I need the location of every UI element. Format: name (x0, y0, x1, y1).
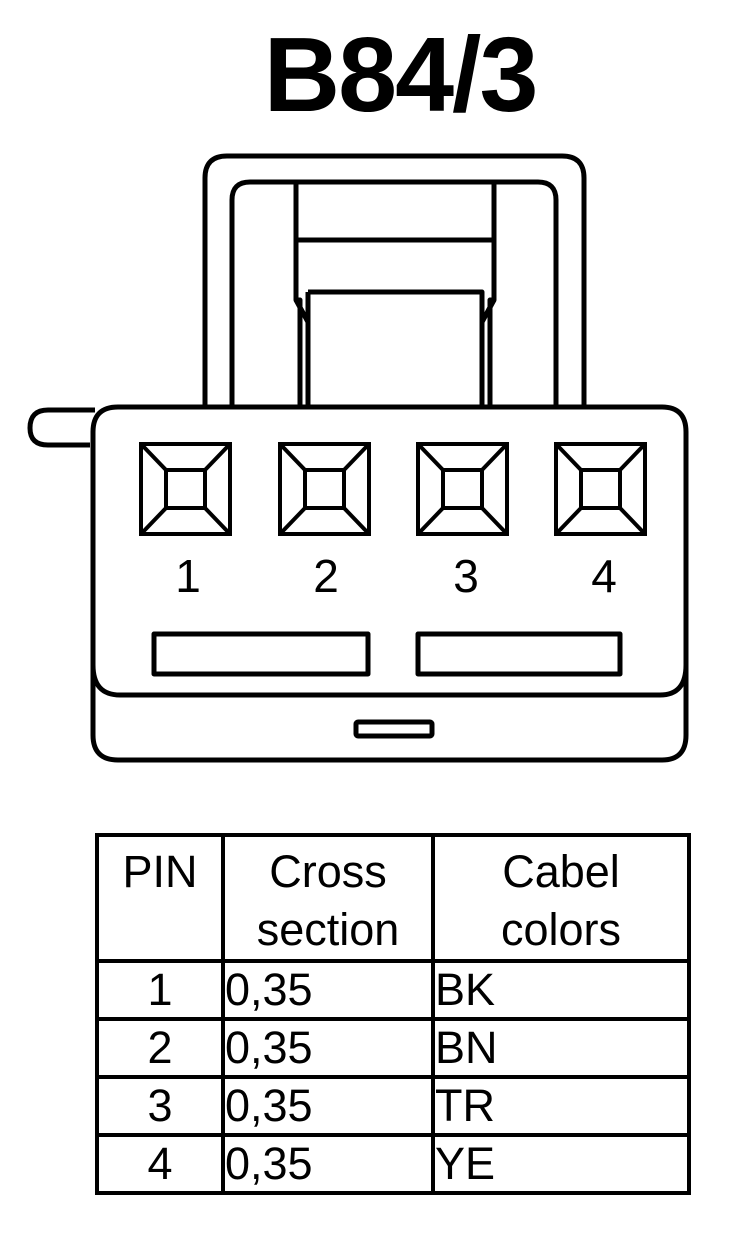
cell-cross-section: 0,35 (221, 959, 435, 1021)
cell-color: BK (431, 959, 691, 1021)
table-header-row: PIN Cross section Cabel colors (95, 833, 691, 963)
pin-terminal-3 (416, 442, 509, 536)
keying-rect-right (415, 631, 623, 677)
latch-inner (229, 179, 559, 407)
connector-drawing: 1 2 3 4 (27, 153, 689, 763)
pin-label-3: 3 (453, 550, 479, 602)
cell-pin: 2 (95, 1017, 225, 1079)
cell-cross-section: 0,35 (221, 1075, 435, 1137)
pin-label-4: 4 (591, 550, 617, 602)
header-cable-colors: Cabel colors (431, 833, 691, 963)
cell-color: YE (431, 1133, 691, 1195)
pin-label-1: 1 (175, 550, 201, 602)
connector-title: B84/3 (263, 16, 539, 134)
header-pin: PIN (95, 833, 225, 963)
pin-terminal-1 (139, 442, 232, 536)
pin-terminal-2 (278, 442, 371, 536)
pin-label-2: 2 (313, 550, 339, 602)
latch-outer (202, 153, 587, 407)
side-tab (27, 407, 95, 448)
keying-rect-left (151, 631, 371, 677)
cell-pin: 4 (95, 1133, 225, 1195)
table-row: 2 0,35 BN (95, 1017, 691, 1079)
front-face (90, 664, 689, 698)
cell-color: BN (431, 1017, 691, 1079)
table-row: 3 0,35 TR (95, 1075, 691, 1137)
cell-pin: 3 (95, 1075, 225, 1137)
table-row: 1 0,35 BK (95, 959, 691, 1021)
pin-table: PIN Cross section Cabel colors 1 0,35 BK… (95, 833, 691, 1195)
cell-cross-section: 0,35 (221, 1017, 435, 1079)
pin-terminal-4 (554, 442, 647, 536)
cell-cross-section: 0,35 (221, 1133, 435, 1195)
latch-tongue (293, 182, 497, 407)
cell-color: TR (431, 1075, 691, 1137)
bottom-slot (353, 719, 435, 739)
cell-pin: 1 (95, 959, 225, 1021)
header-cross-section: Cross section (221, 833, 435, 963)
connector-body (90, 404, 689, 763)
table-row: 4 0,35 YE (95, 1133, 691, 1195)
